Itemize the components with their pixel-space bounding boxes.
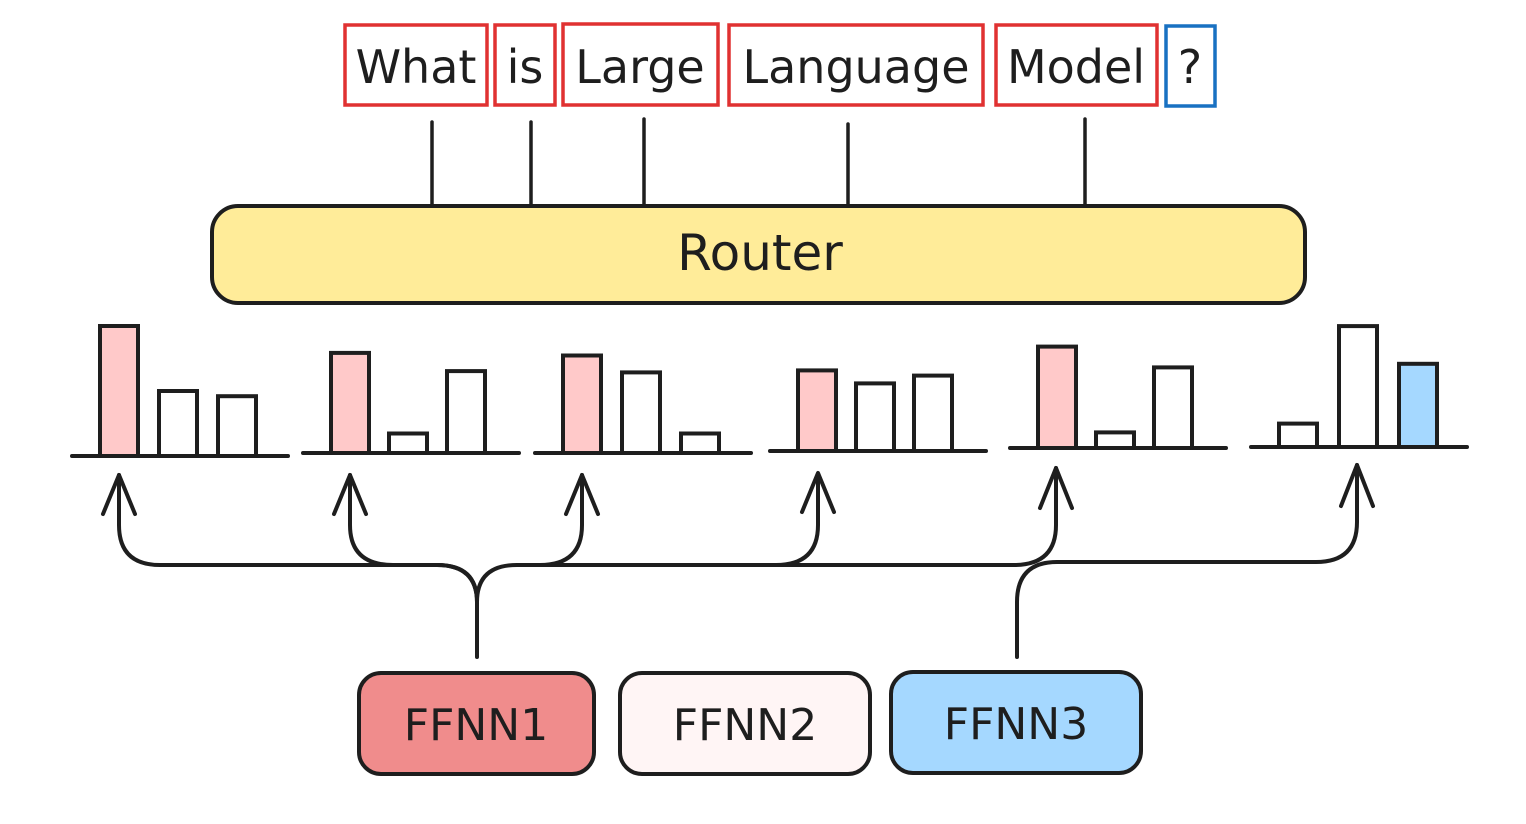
route-ffnn1-to-language <box>515 473 820 567</box>
token-label: Language <box>742 40 969 94</box>
token-what: What <box>343 23 489 107</box>
token-is: is <box>493 23 557 107</box>
probability-bar-ffnn1 <box>329 350 371 455</box>
probability-bar-ffnn2 <box>1094 430 1136 450</box>
router-label: Router <box>677 224 843 282</box>
token-connectors <box>430 117 1087 208</box>
probability-bar-ffnn2 <box>854 381 896 453</box>
routing-arrows <box>101 463 1375 659</box>
probability-bar-ffnn1 <box>561 353 603 455</box>
probability-bar-ffnn1 <box>796 368 838 453</box>
token-label: Model <box>1007 40 1145 94</box>
distribution-language <box>768 368 988 454</box>
token-model: Model <box>994 23 1159 107</box>
distribution-is <box>301 350 521 456</box>
arrowhead-language <box>800 471 836 514</box>
route-ffnn1-to-model <box>774 466 1058 567</box>
token-question: ? <box>1164 24 1217 108</box>
token-row: What is Large Language Model ? <box>343 22 1217 108</box>
expert-label: FFNN1 <box>404 700 548 751</box>
arrowhead-is <box>332 473 368 516</box>
token-label: What <box>356 40 477 94</box>
expert-box <box>357 671 596 776</box>
router-box <box>210 204 1307 305</box>
token-large: Large <box>561 22 720 107</box>
token-box <box>343 23 489 107</box>
token-label: Large <box>575 40 704 94</box>
routing-distributions <box>70 324 1469 459</box>
arrowhead-model <box>1038 466 1074 510</box>
token-box <box>493 23 557 107</box>
probability-bar-ffnn3 <box>1152 365 1194 450</box>
route-ffnn3-to-question <box>1015 463 1359 659</box>
probability-bar-ffnn3 <box>216 394 258 459</box>
token-box <box>727 23 985 107</box>
arrowhead-large <box>564 473 600 516</box>
expert-ffnn1: FFNN1 <box>357 671 596 776</box>
expert-box <box>889 670 1143 775</box>
probability-bar-ffnn2 <box>157 389 199 458</box>
expert-label: FFNN3 <box>944 699 1088 750</box>
distribution-model <box>1008 344 1228 451</box>
expert-ffnn2: FFNN2 <box>618 671 872 776</box>
probability-bar-ffnn2 <box>620 370 662 455</box>
probability-bar-ffnn3 <box>1397 361 1439 449</box>
arrowhead-question <box>1339 463 1375 508</box>
route-ffnn1-to-large <box>475 473 584 604</box>
token-box <box>994 23 1159 107</box>
token-label: is <box>507 40 544 94</box>
arrowhead-what <box>101 473 137 516</box>
distribution-question <box>1249 324 1469 450</box>
distribution-what <box>70 324 290 459</box>
probability-bar-ffnn1 <box>1277 421 1319 450</box>
route-ffnn1-to-is <box>348 473 479 604</box>
expert-box <box>618 671 872 776</box>
distribution-large <box>533 353 753 455</box>
probability-bar-ffnn1 <box>98 324 140 458</box>
probability-bar-ffnn1 <box>1036 344 1078 451</box>
token-label: ? <box>1178 40 1202 94</box>
token-language: Language <box>727 23 985 107</box>
probability-bar-ffnn3 <box>679 431 721 455</box>
token-box <box>1164 24 1217 108</box>
token-box <box>561 22 720 107</box>
probability-bar-ffnn3 <box>912 373 954 454</box>
expert-row: FFNN1 FFNN2 FFNN3 <box>357 670 1143 776</box>
probability-bar-ffnn2 <box>1337 324 1379 450</box>
router: Router <box>210 204 1307 305</box>
expert-ffnn3: FFNN3 <box>889 670 1143 775</box>
probability-bar-ffnn2 <box>387 431 429 455</box>
expert-label: FFNN2 <box>673 700 817 751</box>
probability-bar-ffnn3 <box>445 369 487 456</box>
